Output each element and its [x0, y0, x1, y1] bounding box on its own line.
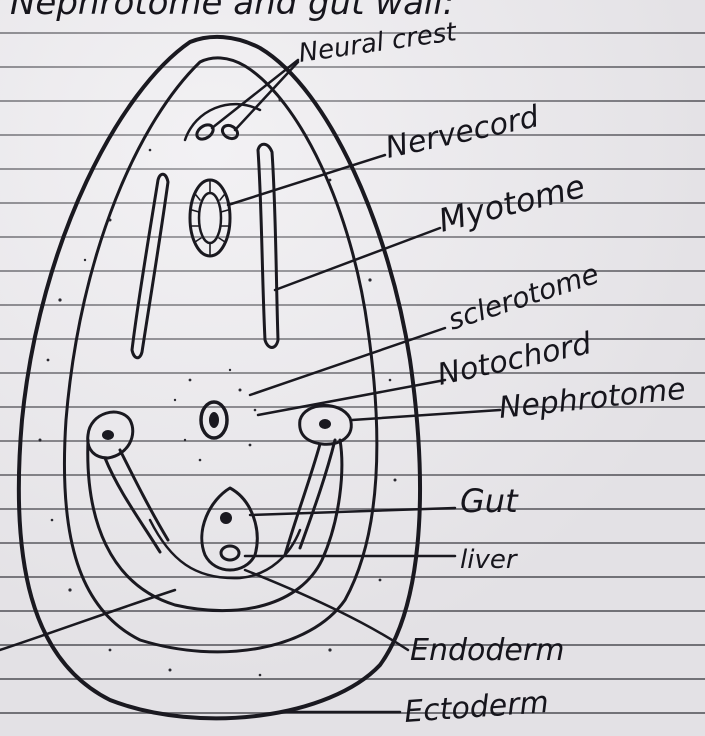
mesoderm-stipple — [39, 99, 397, 677]
gut-tube — [202, 488, 257, 570]
leader-nerve-cord — [228, 155, 385, 205]
neural-crest-right — [220, 123, 240, 141]
label-nerve-cord: Nervecord — [382, 99, 542, 166]
leader-neural-crest — [212, 60, 298, 128]
ectoderm-outline — [19, 37, 420, 718]
nephrotome-left-lumen — [102, 430, 114, 440]
lateral-plate-right — [285, 440, 335, 555]
header-handwriting: Nephrotome and gut wall: — [10, 0, 454, 23]
label-liver: liver — [460, 545, 519, 575]
coelom-wall — [88, 440, 342, 611]
nerve-cord-hatching — [192, 182, 228, 254]
label-ectoderm: Ectoderm — [403, 685, 550, 730]
leader-endoderm — [245, 570, 408, 650]
label-endoderm: Endoderm — [410, 633, 564, 668]
nephrotome-right-lumen — [319, 419, 331, 429]
label-neural-crest: Neural crest — [297, 17, 459, 69]
label-myotome: Myotome — [435, 167, 589, 240]
myotome-left — [132, 174, 168, 358]
label-gut: Gut — [460, 482, 519, 520]
label-sclerotome: sclerotome — [444, 257, 603, 337]
notochord-core — [209, 412, 219, 428]
leader-myotome — [275, 228, 440, 290]
leader-gut — [250, 508, 455, 515]
nerve-cord-inner — [199, 193, 221, 243]
myotome-right — [258, 144, 278, 347]
body-wall-inner — [64, 58, 377, 652]
gut-lumen — [220, 512, 232, 524]
label-nephrotome: Nephrotome — [497, 372, 687, 426]
liver — [221, 546, 239, 560]
leader-coelom — [0, 590, 175, 650]
neural-crest-left — [194, 122, 216, 142]
leader-nephrotome — [352, 410, 500, 420]
